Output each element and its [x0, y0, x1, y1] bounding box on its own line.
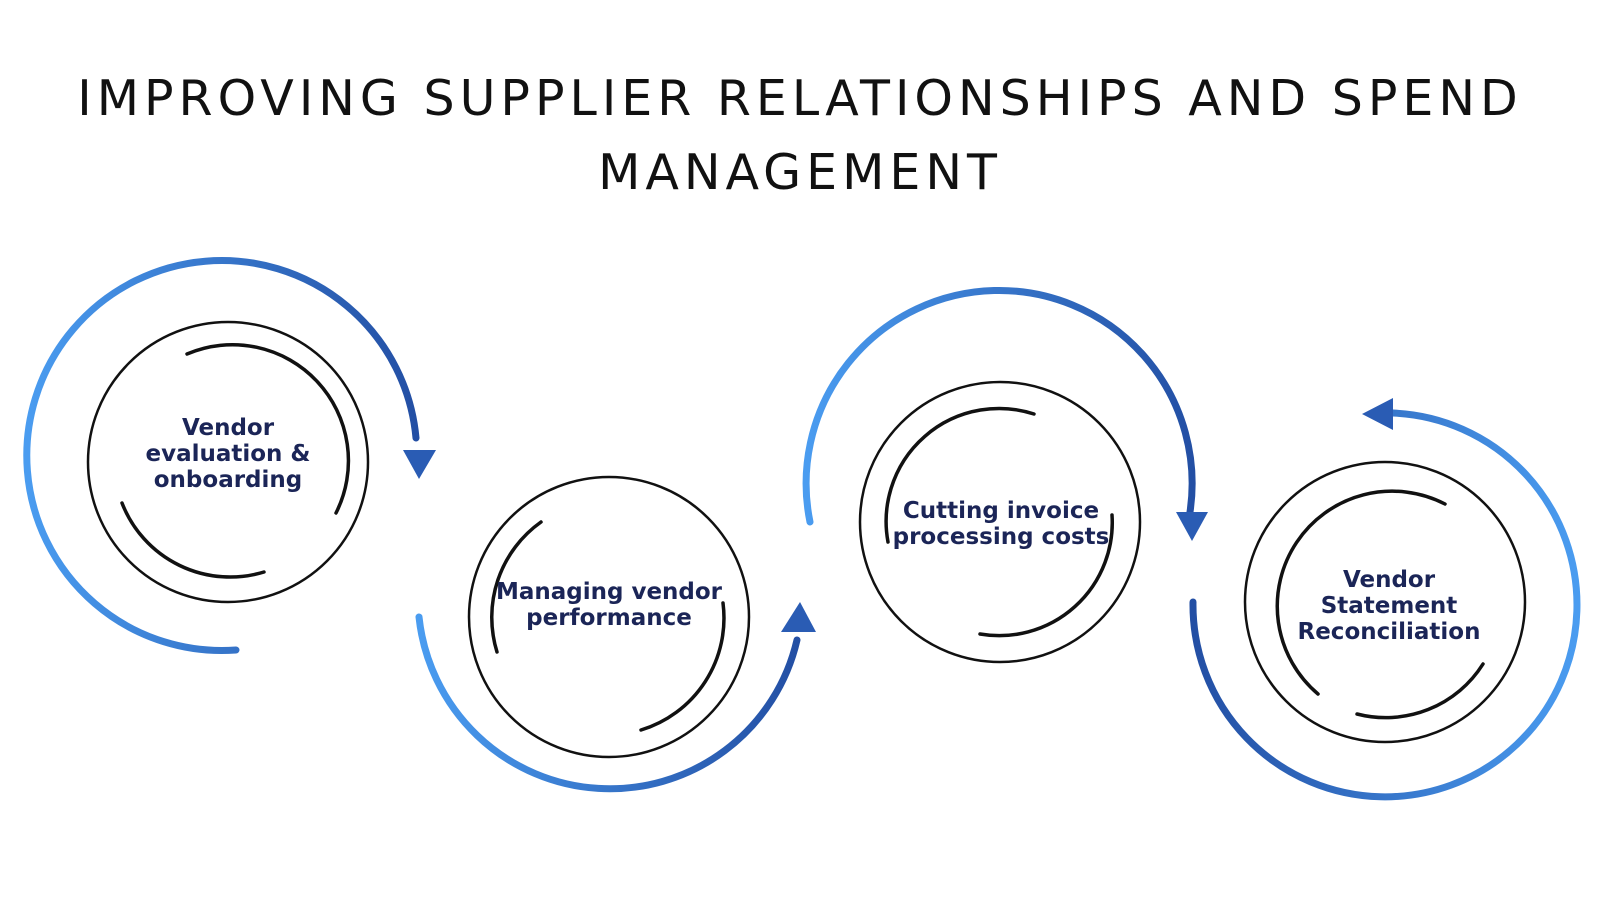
step-3-inner-arc — [884, 406, 1036, 544]
step-1-arrowhead-icon — [403, 450, 436, 479]
page-title: IMPROVING SUPPLIER RELATIONSHIPS AND SPE… — [77, 70, 1523, 201]
step-2-flow-arrow — [415, 613, 801, 793]
step-2-inner-arc — [490, 520, 543, 654]
step-4-arrowhead-icon — [1362, 398, 1393, 430]
step-2-group — [415, 475, 816, 793]
step-3-label: Cutting invoice processing costs — [892, 498, 1110, 550]
step-3-arrowhead-icon — [1176, 512, 1208, 541]
step-4-flow-arrow — [1189, 409, 1581, 801]
step-3-flow-arrow — [802, 286, 1196, 526]
step-3-group — [802, 286, 1208, 664]
step-3-inner-arc — [978, 513, 1115, 638]
step-4-inner-arc — [1275, 489, 1447, 696]
step-1-inner-arc — [185, 343, 351, 515]
step-4-label: Vendor Statement Reconciliation — [1297, 567, 1481, 645]
step-1-outer-ring — [86, 320, 370, 604]
step-1-inner-arc — [120, 501, 266, 579]
step-1-group — [23, 257, 436, 655]
step-4-group — [1189, 398, 1581, 801]
step-2-inner-arc — [639, 601, 726, 732]
step-3-outer-ring — [858, 380, 1142, 664]
step-4-outer-ring — [1243, 460, 1527, 744]
step-4-inner-arc — [1355, 662, 1485, 720]
step-2-outer-ring — [467, 475, 751, 759]
step-2-arrowhead-icon — [781, 602, 816, 632]
step-1-label: Vendor evaluation & onboarding — [145, 415, 311, 493]
step-2-label: Managing vendor performance — [495, 579, 723, 631]
step-1-flow-arrow — [23, 257, 420, 655]
